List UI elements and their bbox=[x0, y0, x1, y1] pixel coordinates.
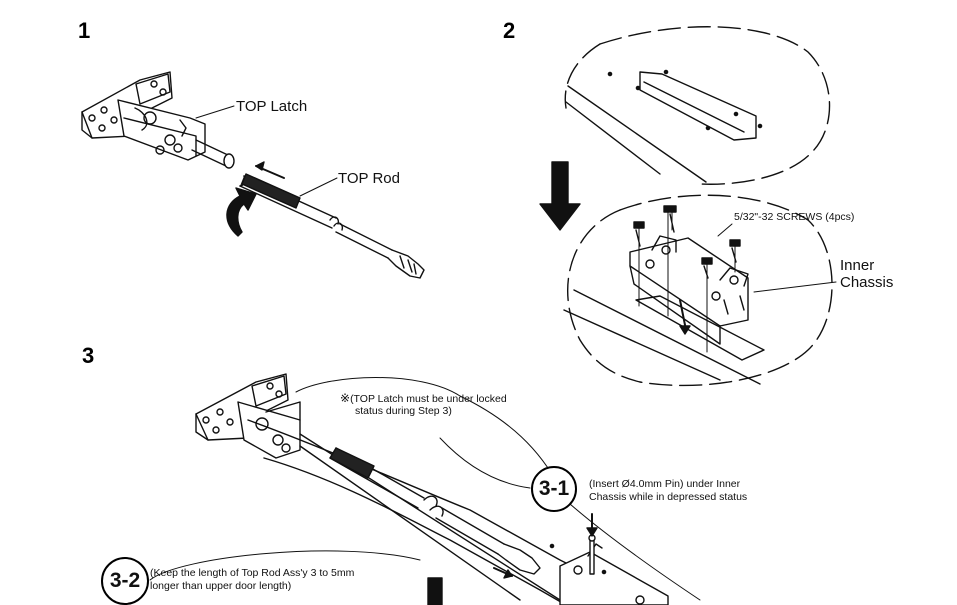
sub-step-3-1-line1: (Insert Ø4.0mm Pin) under Inner bbox=[589, 478, 741, 490]
step3-number: 3 bbox=[82, 343, 95, 368]
step3-note-line2: status during Step 3) bbox=[355, 405, 452, 417]
step2-down-arrow-icon bbox=[539, 161, 581, 231]
step2-number: 2 bbox=[503, 18, 516, 43]
screws-label: 5/32"-32 SCREWS (4pcs) bbox=[734, 211, 855, 223]
step1-leaders bbox=[195, 105, 338, 197]
step1-rod-upper-sleeve bbox=[191, 139, 235, 169]
sub-step-3-1-line2: Chassis while in depressed status bbox=[589, 491, 748, 503]
step2-screws bbox=[633, 205, 741, 353]
sub-step-3-2-line2: longer than upper door length) bbox=[150, 580, 292, 592]
step3-rod-channel bbox=[247, 419, 651, 605]
step1-rotate-arrow-icon bbox=[226, 187, 257, 237]
step2-leaders bbox=[717, 223, 837, 293]
step3-lower-bracket bbox=[549, 543, 669, 605]
inner-chassis-label-line1: Inner bbox=[840, 257, 875, 274]
step1-rod bbox=[239, 173, 425, 279]
step3-callout-lines bbox=[149, 377, 701, 601]
step2-zoom-circle-top bbox=[564, 26, 831, 185]
sub-step-3-1-badge: 3-1 bbox=[531, 466, 577, 512]
step1-push-arrow-icon bbox=[255, 161, 285, 179]
top-latch-label: TOP Latch bbox=[236, 98, 308, 115]
sub-step-3-2-line1: (Keep the length of Top Rod Ass'y 3 to 5… bbox=[150, 567, 355, 579]
step3-push-arrow-icon bbox=[493, 567, 513, 579]
step3-down-arrow-icon bbox=[427, 577, 443, 605]
step3-note-text1: (TOP Latch must be under locked bbox=[350, 393, 507, 405]
inner-chassis-label-line2: Chassis bbox=[840, 274, 894, 291]
top-rod-label: TOP Rod bbox=[338, 170, 400, 187]
reference-mark-icon: ※ bbox=[340, 391, 351, 405]
step1-number: 1 bbox=[78, 18, 91, 43]
step3-latch-bracket bbox=[195, 373, 301, 459]
step3-note-line1: ※(TOP Latch must be under locked bbox=[340, 392, 507, 406]
sub-step-3-2-badge: 3-2 bbox=[101, 557, 149, 605]
step3-pin bbox=[586, 513, 598, 575]
step1-latch-bracket bbox=[81, 71, 206, 161]
